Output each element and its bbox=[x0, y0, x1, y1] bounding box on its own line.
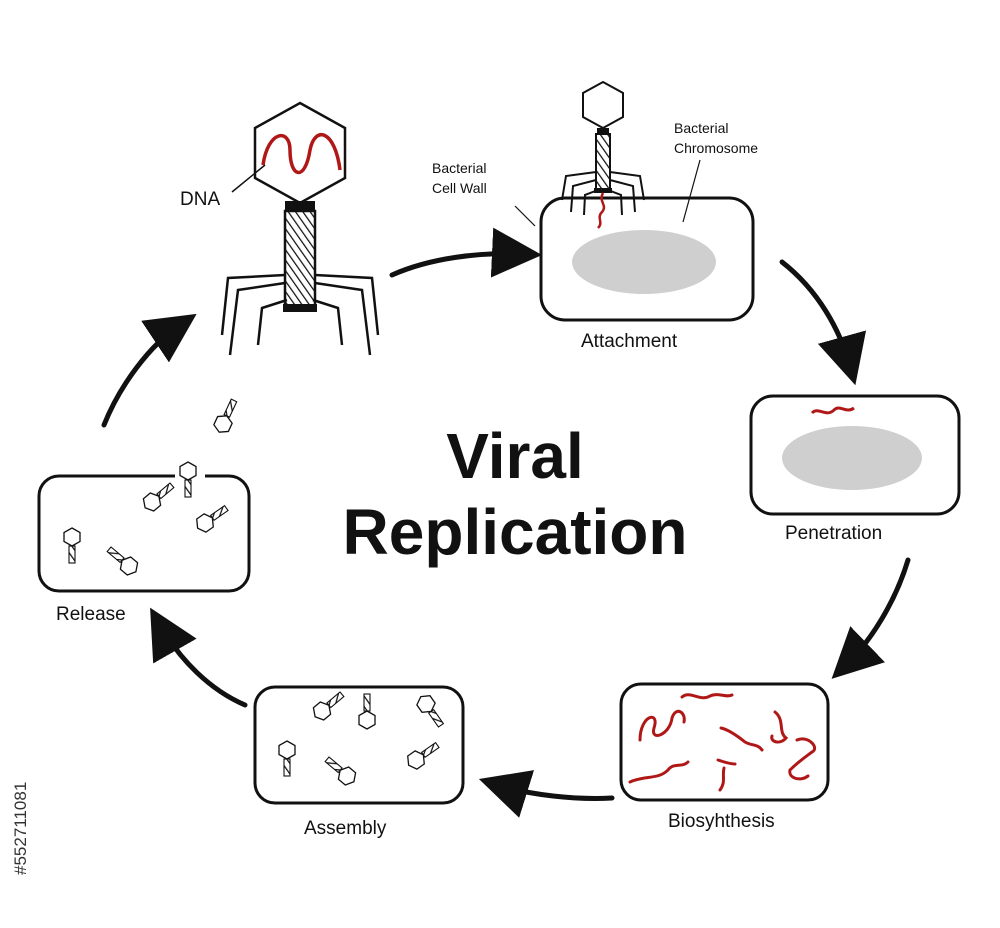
arrow-to-assembly bbox=[478, 770, 615, 818]
stage-label-assembly: Assembly bbox=[304, 818, 387, 839]
phage-baseplate bbox=[283, 304, 317, 312]
stage-label-biosynthesis: Biosyhthesis bbox=[668, 811, 775, 832]
phage-tail-fibers bbox=[220, 273, 380, 356]
arrow-to-release bbox=[150, 607, 248, 708]
chromosome-label: Bacterial Chromosome bbox=[674, 118, 758, 158]
dna-label: DNA bbox=[180, 189, 221, 210]
cell-wall-label-line1: Bacterial bbox=[432, 160, 487, 176]
stock-id-watermark: #552711081 bbox=[11, 782, 30, 875]
stage-label-penetration: Penetration bbox=[785, 523, 883, 544]
dna-pointer bbox=[231, 164, 266, 193]
arrow-to-penetration bbox=[779, 259, 867, 386]
arrow-to-attachment bbox=[389, 227, 542, 278]
watermark-text: #552711081 bbox=[11, 782, 30, 875]
phage-large bbox=[220, 101, 380, 356]
bacterial-chromosome bbox=[572, 230, 716, 294]
chromosome-label-line1: Bacterial bbox=[674, 120, 729, 136]
cell-wall-pointer bbox=[514, 205, 536, 227]
cycle-arrows bbox=[101, 227, 911, 818]
stage-label-release: Release bbox=[56, 604, 126, 625]
stage-label-attachment: Attachment bbox=[581, 331, 678, 352]
cell-wall-label-line2: Cell Wall bbox=[432, 180, 487, 196]
phage-dna bbox=[261, 133, 342, 175]
title-line1: Viral bbox=[446, 420, 584, 492]
diagram-title: Viral Replication bbox=[300, 418, 730, 570]
arrow-to-biosynthesis bbox=[831, 557, 911, 679]
arrow-to-phage bbox=[101, 313, 197, 428]
phage-tail bbox=[283, 209, 317, 308]
assembly-cell bbox=[253, 685, 465, 805]
title-line2: Replication bbox=[342, 496, 688, 568]
chromosome-label-line2: Chromosome bbox=[674, 140, 759, 156]
release-cell bbox=[37, 396, 251, 593]
phage-head bbox=[253, 101, 347, 205]
biosynthesis-cell bbox=[619, 682, 830, 802]
cell-wall-label: Bacterial Cell Wall bbox=[432, 158, 487, 198]
chromosome-pointer bbox=[682, 159, 701, 223]
penetration-cell bbox=[749, 394, 961, 516]
phage-collar bbox=[285, 201, 315, 211]
attached-phage-head bbox=[582, 80, 624, 130]
